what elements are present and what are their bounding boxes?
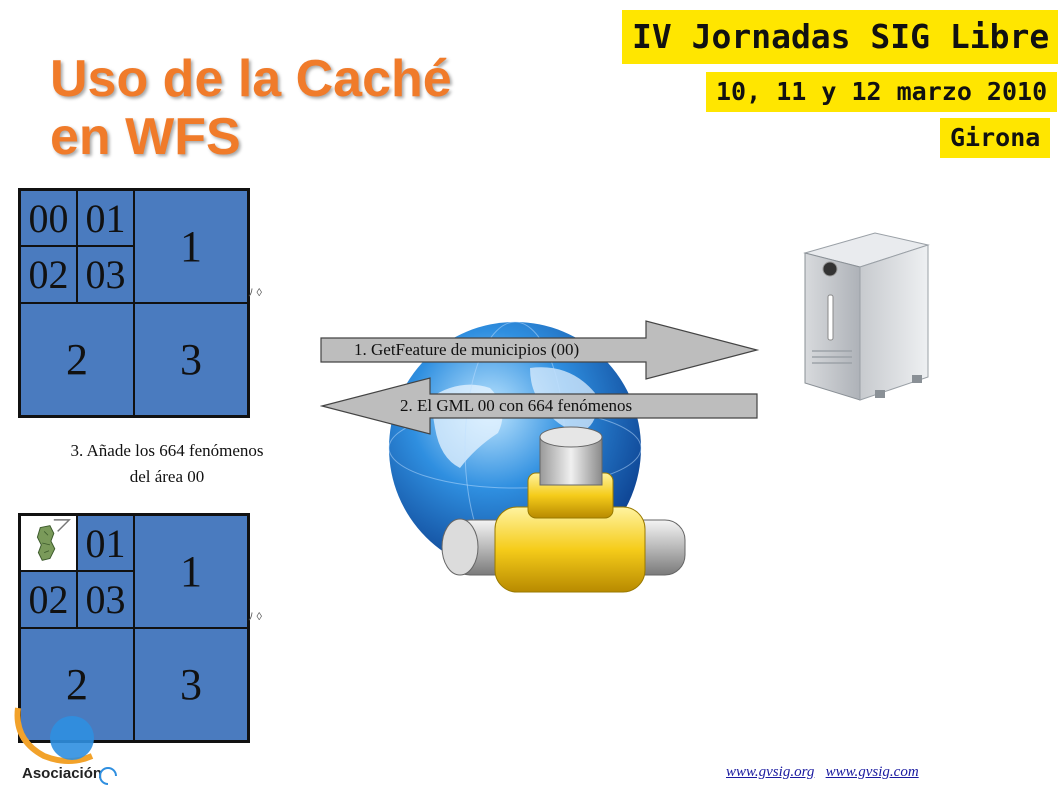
tile-02: 02 [20,571,77,628]
tile-03: 03 [77,246,134,303]
step-3-line-1: 3. Añade los 664 fenómenos [70,441,264,460]
event-logo-dates: 10, 11 y 12 marzo 2010 [706,72,1058,112]
request-arrow: 1. GetFeature de municipios (00) [320,320,760,380]
tile-grid-top: 00 01 02 03 1 2 3 [18,188,250,418]
tile-2: 2 [20,303,134,416]
step-3-line-2: del área 00 [129,467,205,486]
tile-grid-bottom: 01 02 03 1 2 3 [18,513,250,743]
association-label: Asociación [22,765,103,782]
tile-3: 3 [134,303,248,416]
swirl-icon [99,767,117,785]
tile-03: 03 [77,571,134,628]
title-line-1: Uso de la Caché [50,50,452,108]
tile-00: 00 [20,190,77,246]
response-label: 2. El GML 00 con 664 fenómenos [400,396,633,415]
corner-marker-top: ﾉ ◊ [248,287,262,299]
tile-00-cached [20,515,77,571]
map-feature-icon [36,519,71,561]
link-gvsig-com[interactable]: www.gvsig.com [825,764,919,780]
step-3-caption: 3. Añade los 664 fenómenos del área 00 [22,438,312,490]
pipe-connector-icon [441,426,686,593]
response-arrow: 2. El GML 00 con 664 fenómenos [320,377,760,435]
association-logo-icon [14,707,94,764]
server-icon [803,232,930,401]
tile-1: 1 [134,190,248,303]
corner-marker-bottom: ﾉ ◊ [248,611,262,623]
tile-01: 01 [77,515,134,571]
event-logo-title: IV Jornadas SIG Libre [622,10,1058,64]
tile-02: 02 [20,246,77,303]
tile-1: 1 [134,515,248,628]
footer-links: www.gvsig.org www.gvsig.com [726,764,919,781]
event-logo-city: Girona [940,118,1051,158]
link-gvsig-org[interactable]: www.gvsig.org [726,764,815,780]
title-line-2: en WFS [50,108,241,166]
arrow-left-icon [320,377,758,435]
request-label: 1. GetFeature de municipios (00) [354,340,580,359]
tile-01: 01 [77,190,134,246]
arrow-right-icon [320,320,760,380]
page-title: Uso de la Caché en WFS [50,50,452,166]
tile-3: 3 [134,628,248,741]
